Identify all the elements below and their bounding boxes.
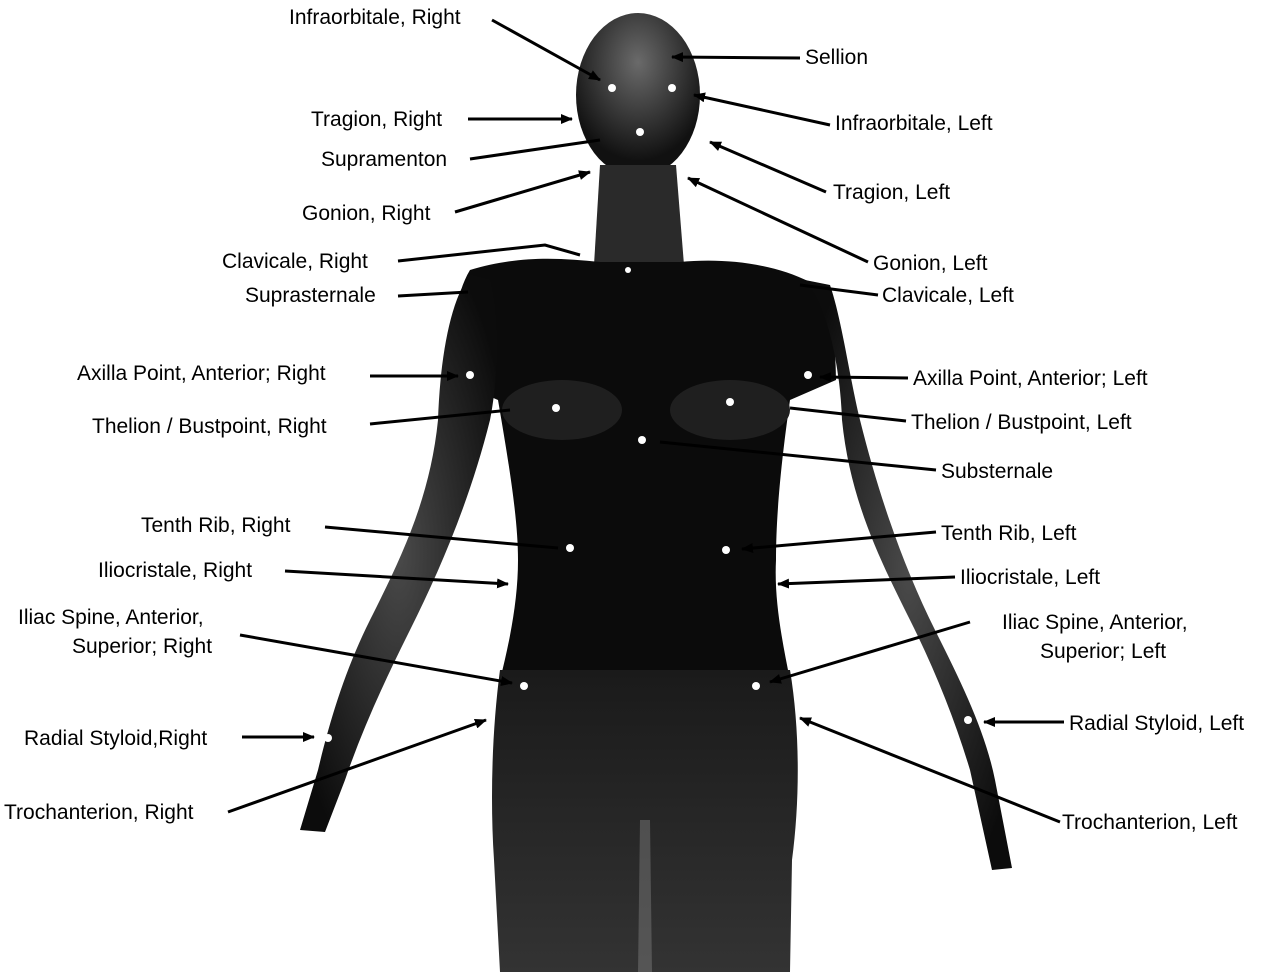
label-suprasternale: Suprasternale [245, 284, 376, 307]
label-tragion-left: Tragion, Left [833, 181, 950, 204]
dot-iliac-spine-right [520, 682, 528, 690]
arm-right [300, 275, 497, 832]
label-trochanterion-right: Trochanterion, Right [4, 801, 194, 824]
dot-axilla-left [804, 371, 812, 379]
arrow-gonion-right [455, 172, 590, 212]
arrow-trochanterion-left [800, 718, 1060, 822]
label-iliac-spine-left-line1: Iliac Spine, Anterior, [1002, 611, 1188, 634]
dot-infraorbitale-right [608, 84, 616, 92]
label-radial-styloid-right: Radial Styloid,Right [24, 727, 207, 750]
dot-radial-styloid-left [964, 716, 972, 724]
arrow-infraorbitale-left [694, 95, 830, 125]
label-thelion-left: Thelion / Bustpoint, Left [911, 411, 1132, 434]
label-tenth-rib-left: Tenth Rib, Left [941, 522, 1077, 545]
label-axilla-left: Axilla Point, Anterior; Left [913, 367, 1148, 390]
label-sellion: Sellion [805, 46, 868, 69]
label-clavicale-right: Clavicale, Right [222, 250, 368, 273]
label-iliocristale-right: Iliocristale, Right [98, 559, 252, 582]
label-infraorbitale-right: Infraorbitale, Right [289, 6, 461, 29]
dot-axilla-right [466, 371, 474, 379]
leg-gap [638, 820, 652, 972]
label-iliac-spine-left-line2: Superior; Left [1040, 640, 1166, 663]
dot-supramenton [636, 128, 644, 136]
label-radial-styloid-left: Radial Styloid, Left [1069, 712, 1244, 735]
arrow-infraorbitale-right [492, 20, 600, 80]
torso [452, 259, 836, 680]
dot-tenth-rib-right [566, 544, 574, 552]
head [576, 13, 700, 177]
label-gonion-right: Gonion, Right [302, 202, 431, 225]
label-substernale: Substernale [941, 460, 1053, 483]
label-iliocristale-left: Iliocristale, Left [960, 566, 1100, 589]
dot-iliac-spine-left [752, 682, 760, 690]
dot-infraorbitale-left [668, 84, 676, 92]
dot-tenth-rib-left [722, 546, 730, 554]
dot-substernale [638, 436, 646, 444]
arrow-sellion [672, 57, 800, 58]
arrow-axilla-left [820, 377, 908, 378]
label-iliac-spine-right-line1: Iliac Spine, Anterior, [18, 606, 204, 629]
arrow-iliocristale-left [778, 577, 955, 584]
label-gonion-left: Gonion, Left [873, 252, 988, 275]
label-axilla-right: Axilla Point, Anterior; Right [77, 362, 326, 385]
arrow-suprasternale [398, 292, 468, 296]
dot-thelion-right [552, 404, 560, 412]
label-infraorbitale-left: Infraorbitale, Left [835, 112, 993, 135]
arrow-clavicale-right [398, 245, 580, 261]
dot-thelion-left [726, 398, 734, 406]
label-tragion-right: Tragion, Right [311, 108, 442, 131]
label-tenth-rib-right: Tenth Rib, Right [141, 514, 291, 537]
label-iliac-spine-right-line2: Superior; Right [72, 635, 212, 658]
label-thelion-right: Thelion / Bustpoint, Right [92, 415, 327, 438]
arrow-supramenton [470, 140, 600, 159]
label-trochanterion-left: Trochanterion, Left [1062, 811, 1238, 834]
dot-suprasternale [625, 267, 631, 273]
neck [594, 165, 684, 265]
arrow-tragion-left [710, 142, 826, 192]
label-clavicale-left: Clavicale, Left [882, 284, 1014, 307]
dot-radial-styloid-right [324, 734, 332, 742]
label-supramenton: Supramenton [321, 148, 447, 171]
